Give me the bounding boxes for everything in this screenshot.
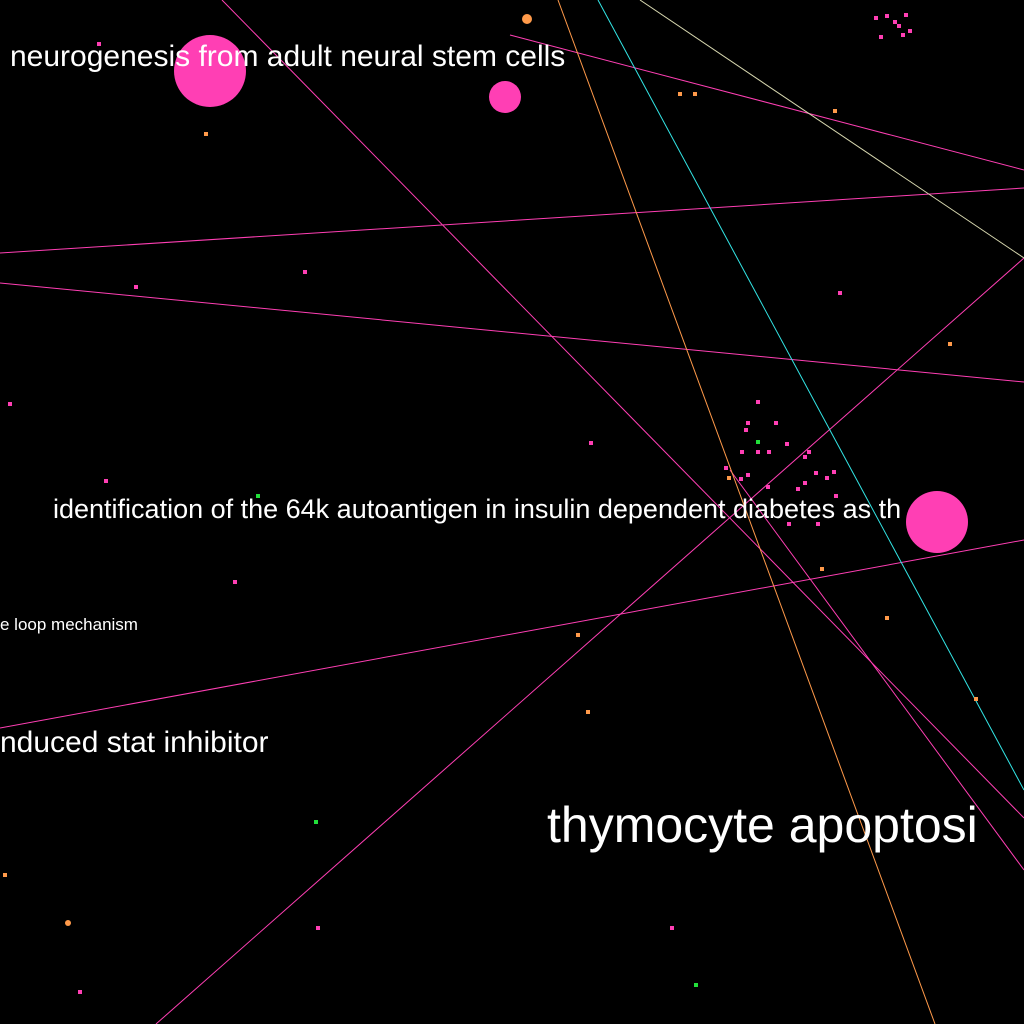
node[interactable] — [833, 109, 837, 113]
node-label-autoantigen: identification of the 64k autoantigen in… — [53, 494, 901, 524]
node[interactable] — [796, 487, 800, 491]
edge — [597, 0, 1024, 791]
node[interactable] — [803, 481, 807, 485]
edge — [221, 0, 1024, 819]
node[interactable] — [589, 441, 593, 445]
node[interactable] — [893, 20, 897, 24]
node[interactable] — [694, 983, 698, 987]
node[interactable] — [134, 285, 138, 289]
node-label-thymocyte-apoptosis: thymocyte apoptosi — [547, 797, 978, 853]
node[interactable] — [756, 400, 760, 404]
node[interactable] — [104, 479, 108, 483]
node[interactable] — [816, 522, 820, 526]
node[interactable] — [3, 873, 7, 877]
node[interactable] — [901, 33, 905, 37]
node[interactable] — [740, 450, 744, 454]
node[interactable] — [256, 494, 260, 498]
node[interactable] — [974, 697, 978, 701]
node[interactable] — [766, 485, 770, 489]
node[interactable] — [78, 990, 82, 994]
node[interactable] — [832, 470, 836, 474]
node[interactable] — [885, 616, 889, 620]
node[interactable] — [678, 92, 682, 96]
node[interactable] — [233, 580, 237, 584]
node[interactable] — [908, 29, 912, 33]
node-label-loop-mechanism: e loop mechanism — [0, 615, 138, 634]
node[interactable] — [807, 450, 811, 454]
node[interactable] — [803, 455, 807, 459]
node[interactable] — [693, 92, 697, 96]
orange-nodes — [3, 14, 978, 926]
node[interactable] — [767, 450, 771, 454]
node[interactable] — [670, 926, 674, 930]
node[interactable] — [316, 926, 320, 930]
node[interactable] — [879, 35, 883, 39]
node[interactable] — [744, 428, 748, 432]
node[interactable] — [838, 291, 842, 295]
node[interactable] — [724, 466, 728, 470]
edge — [0, 539, 1024, 729]
node[interactable] — [885, 14, 889, 18]
node[interactable] — [906, 491, 968, 553]
edge — [557, 0, 936, 1024]
node[interactable] — [727, 476, 731, 480]
node[interactable] — [756, 450, 760, 454]
edge — [509, 34, 1024, 171]
node[interactable] — [774, 421, 778, 425]
node[interactable] — [746, 473, 750, 477]
node[interactable] — [8, 402, 12, 406]
large-nodes — [174, 35, 968, 553]
edge — [0, 187, 1024, 254]
node[interactable] — [576, 633, 580, 637]
node-label-stat-inhibitor: nduced stat inhibitor — [0, 726, 269, 759]
edge — [639, 0, 1024, 259]
edge — [155, 257, 1024, 1024]
edge — [0, 282, 1024, 383]
node[interactable] — [746, 421, 750, 425]
node[interactable] — [65, 920, 71, 926]
node[interactable] — [787, 522, 791, 526]
node[interactable] — [756, 440, 760, 444]
node[interactable] — [522, 14, 532, 24]
edge — [729, 469, 1024, 871]
node[interactable] — [897, 24, 901, 28]
node[interactable] — [814, 471, 818, 475]
node[interactable] — [204, 132, 208, 136]
node[interactable] — [314, 820, 318, 824]
node[interactable] — [489, 81, 521, 113]
node[interactable] — [820, 567, 824, 571]
pink-nodes — [8, 13, 912, 994]
node[interactable] — [174, 35, 246, 107]
node[interactable] — [785, 442, 789, 446]
node-label-neurogenesis: neurogenesis from adult neural stem cell… — [10, 40, 565, 73]
node[interactable] — [97, 42, 101, 46]
node[interactable] — [948, 342, 952, 346]
labels: neurogenesis from adult neural stem cell… — [0, 40, 978, 853]
node[interactable] — [834, 494, 838, 498]
node[interactable] — [825, 476, 829, 480]
node[interactable] — [874, 16, 878, 20]
green-nodes — [256, 440, 760, 987]
node[interactable] — [303, 270, 307, 274]
node[interactable] — [586, 710, 590, 714]
node[interactable] — [739, 477, 743, 481]
node[interactable] — [904, 13, 908, 17]
